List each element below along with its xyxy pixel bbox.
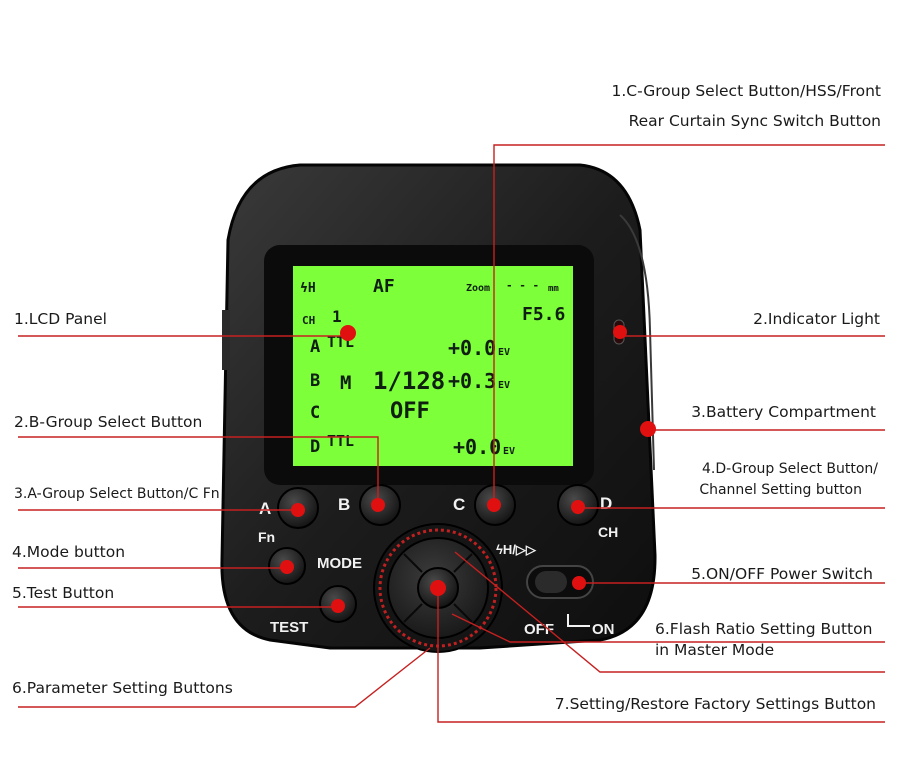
label-lcd-panel: 1.LCD Panel bbox=[14, 310, 107, 328]
c-button-label: C bbox=[453, 495, 465, 514]
a-button-label: A bbox=[259, 499, 271, 518]
b-button-label: B bbox=[338, 495, 350, 514]
lcd-row-b-group: B bbox=[310, 371, 320, 391]
mode-button-label: MODE bbox=[317, 555, 362, 572]
label-flash-ratio-line2: in Master Mode bbox=[655, 641, 775, 659]
label-battery: 3.Battery Compartment bbox=[691, 403, 876, 421]
lcd-screen bbox=[293, 266, 573, 466]
label-flash-ratio-line1: 6.Flash Ratio Setting Button bbox=[655, 620, 873, 638]
off-label: OFF bbox=[524, 621, 554, 638]
lcd-af: AF bbox=[373, 276, 395, 297]
marker-b-group bbox=[371, 498, 385, 512]
hss-sync-icon: ϟH/▷▷ bbox=[496, 542, 537, 557]
lcd-row-c-group: C bbox=[310, 403, 320, 423]
label-d-group-line1: 4.D-Group Select Button/ bbox=[701, 461, 878, 477]
lcd-fstop: F5.6 bbox=[522, 304, 565, 325]
marker-test bbox=[331, 599, 345, 613]
lcd-row-b-ev: EV bbox=[498, 380, 510, 391]
label-mode-button: 4.Mode button bbox=[12, 543, 126, 561]
label-d-group-line2: Channel Setting button bbox=[699, 482, 862, 498]
marker-a-group bbox=[291, 503, 305, 517]
power-switch[interactable] bbox=[526, 565, 594, 599]
lcd-ch: CH bbox=[302, 314, 315, 327]
label-indicator-light: 2.Indicator Light bbox=[753, 310, 880, 328]
label-power-switch: 5.ON/OFF Power Switch bbox=[691, 565, 873, 583]
label-test-button: 5.Test Button bbox=[12, 584, 115, 602]
marker-indicator bbox=[613, 325, 627, 339]
lcd-row-d-ev: EV bbox=[503, 446, 515, 457]
d-button-ch-label: CH bbox=[598, 524, 618, 540]
leader-lines bbox=[18, 144, 885, 723]
flash-icon: ϟH bbox=[300, 281, 316, 296]
lcd-row-a-value: +0.0 bbox=[448, 336, 496, 360]
on-label: ON bbox=[592, 621, 615, 638]
lcd-row-d-value: +0.0 bbox=[453, 435, 501, 459]
test-button-label: TEST bbox=[270, 619, 308, 636]
lcd-row-a-group: A bbox=[310, 337, 320, 357]
marker-dial-center bbox=[430, 580, 446, 596]
marker-mode bbox=[280, 560, 294, 574]
label-c-group-line1: 1.C-Group Select Button/HSS/Front bbox=[611, 82, 881, 100]
label-b-group: 2.B-Group Select Button bbox=[14, 413, 203, 431]
markers bbox=[280, 325, 656, 613]
lcd-row-b-value: +0.3 bbox=[448, 369, 496, 393]
lcd-row-b-mode: M bbox=[340, 372, 351, 394]
marker-battery bbox=[640, 421, 656, 437]
marker-d-group bbox=[571, 500, 585, 514]
label-c-group-line2: Rear Curtain Sync Switch Button bbox=[628, 112, 881, 130]
lcd-row-d-group: D bbox=[310, 437, 320, 457]
lcd-row-a-ev: EV bbox=[498, 347, 510, 358]
switch-position-marker bbox=[567, 614, 590, 627]
lcd-zoom: Zoom bbox=[466, 283, 490, 294]
lcd-ch-value: 1 bbox=[332, 307, 342, 326]
a-button-fn-label: Fn bbox=[258, 529, 275, 545]
lcd-content: ϟH AF Zoom - - - mm CH 1 F5.6 A TTL +0.0… bbox=[300, 276, 565, 459]
label-factory-settings: 7.Setting/Restore Factory Settings Butto… bbox=[554, 695, 876, 713]
lcd-row-c-value: OFF bbox=[390, 399, 430, 424]
label-a-group: 3.A-Group Select Button/C Fn bbox=[14, 486, 220, 502]
label-parameter-buttons: 6.Parameter Setting Buttons bbox=[12, 679, 233, 697]
lcd-row-d-mode: TTL bbox=[327, 432, 354, 450]
lcd-zoom-unit: mm bbox=[548, 284, 559, 294]
d-button-label: D bbox=[600, 494, 612, 513]
lcd-row-b-ratio: 1/128 bbox=[373, 367, 445, 395]
marker-power bbox=[572, 576, 586, 590]
marker-lcd bbox=[340, 325, 356, 341]
marker-c-group bbox=[487, 498, 501, 512]
lcd-zoom-value: - - - bbox=[506, 279, 539, 292]
